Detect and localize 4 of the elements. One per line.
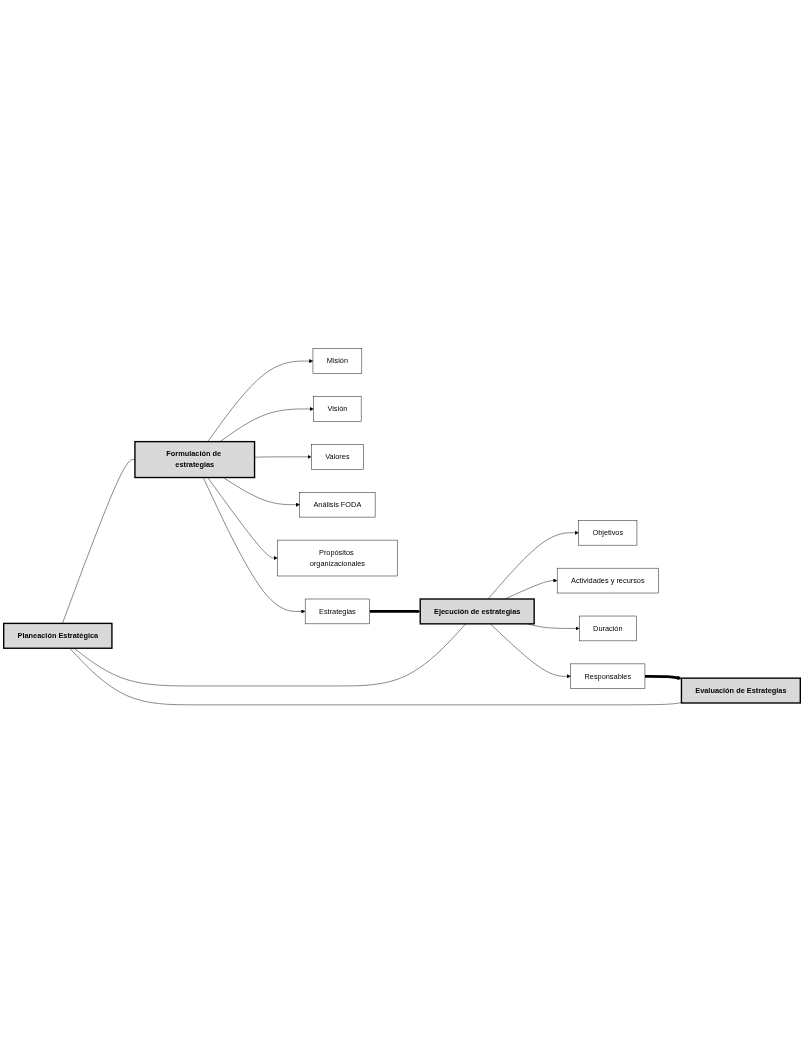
- connector: [69, 647, 682, 705]
- arrow: [369, 609, 421, 614]
- arrow: [644, 674, 682, 680]
- connector: [73, 623, 466, 686]
